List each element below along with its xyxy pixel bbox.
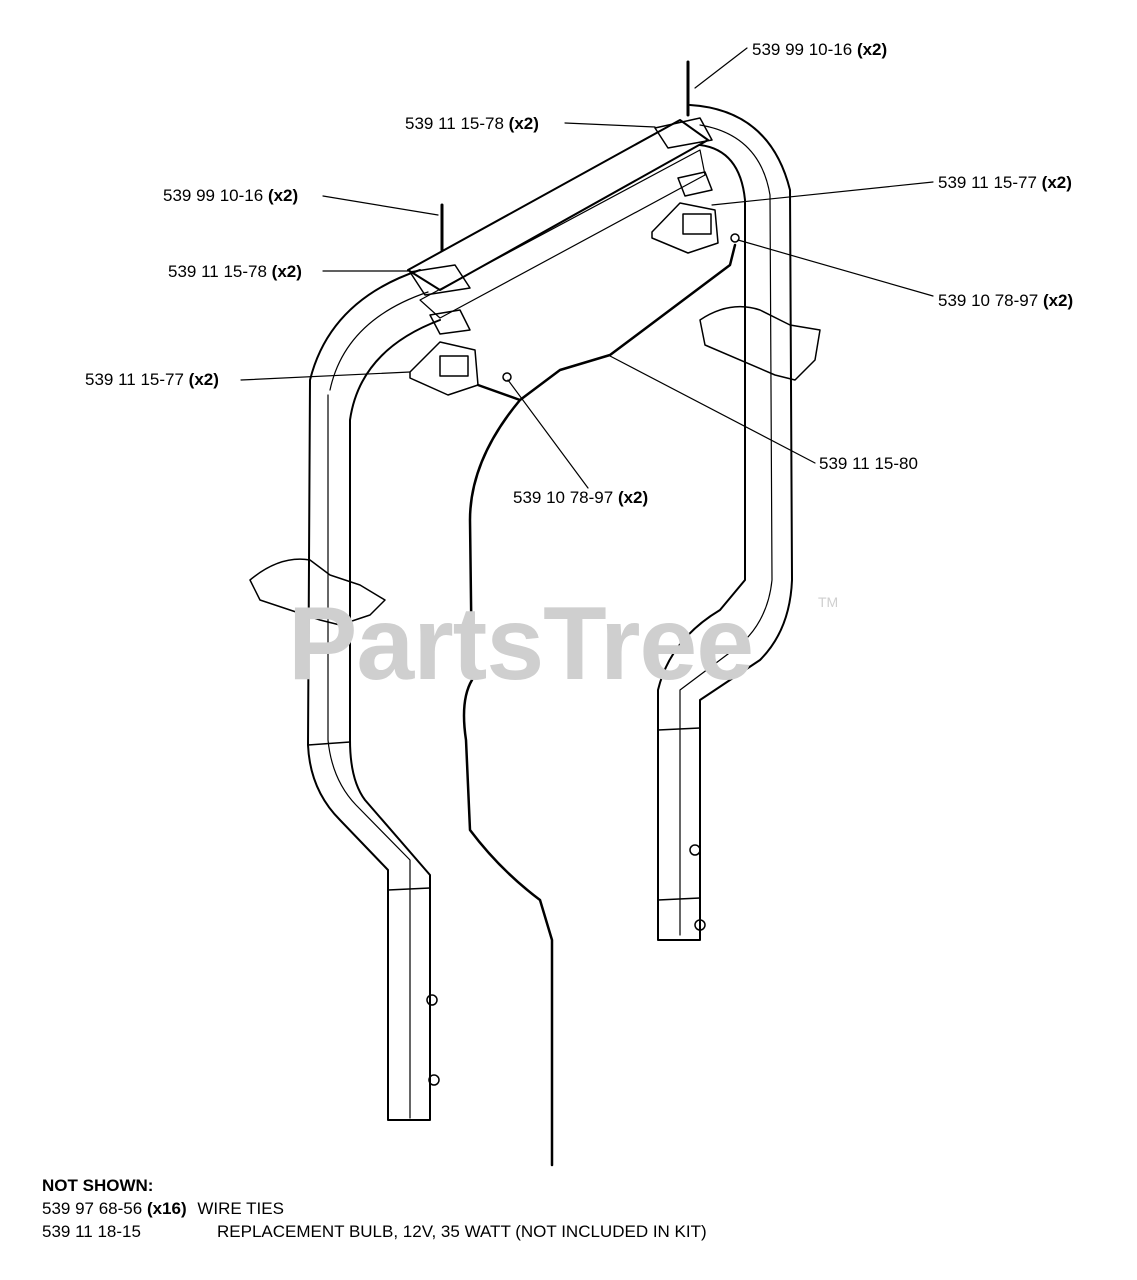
callout-wire-harness[interactable]: 539 11 15-80	[819, 454, 918, 473]
hinge-left	[249, 558, 386, 626]
left-tube	[307, 269, 441, 1121]
wire-harness	[462, 243, 737, 1167]
crossbar	[407, 119, 709, 291]
bracket-left	[409, 264, 471, 296]
bracket-right	[654, 117, 713, 149]
not-shown-notes: NOT SHOWN: 539 97 68-56 (x16) WIRE TIES …	[42, 1174, 707, 1243]
watermark: PartsTree	[288, 586, 754, 702]
callout-light-right[interactable]: 539 11 15-77 (x2)	[938, 173, 1072, 192]
not-shown-item[interactable]: 539 97 68-56 (x16) WIRE TIES	[42, 1199, 284, 1218]
callout-bolt-right[interactable]: 539 99 10-16 (x2)	[752, 40, 888, 59]
callout-nut-left[interactable]: 539 10 78-97 (x2)	[513, 488, 649, 507]
callout-bracket-left[interactable]: 539 11 15-78 (x2)	[168, 262, 302, 281]
hinge-right	[699, 305, 821, 381]
callout-bracket-right[interactable]: 539 11 15-78 (x2)	[405, 114, 539, 133]
nut-right	[730, 233, 740, 243]
callout-nut-right[interactable]: 539 10 78-97 (x2)	[938, 291, 1074, 310]
nut-left	[502, 372, 512, 382]
right-tube	[657, 104, 793, 941]
light-right	[651, 202, 719, 254]
callout-bolt-left[interactable]: 539 99 10-16 (x2)	[163, 186, 299, 205]
trademark-mark: TM	[818, 594, 839, 610]
not-shown-title: NOT SHOWN:	[42, 1176, 154, 1195]
callout-light-left[interactable]: 539 11 15-77 (x2)	[85, 370, 219, 389]
